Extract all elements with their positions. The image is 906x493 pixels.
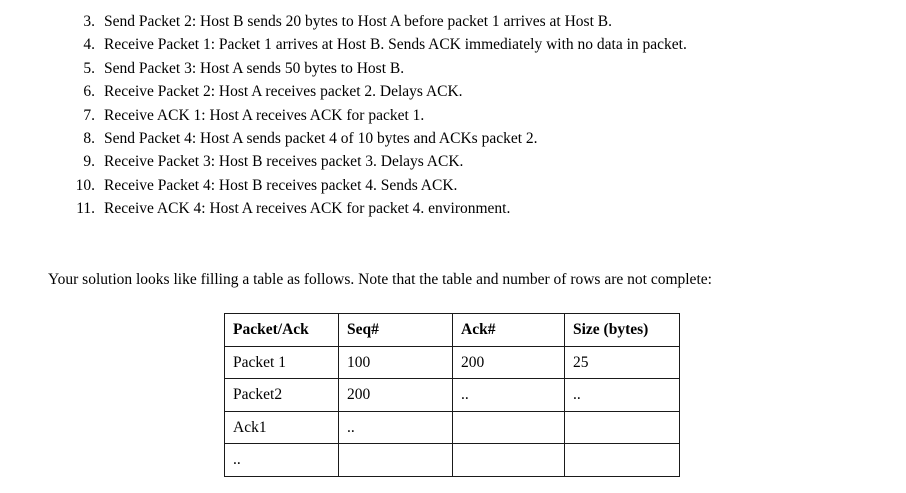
table-cell-size: .. [564, 378, 680, 412]
list-item-number: 10. [75, 176, 95, 194]
list-item-text: Receive ACK 4: Host A receives ACK for p… [104, 200, 511, 218]
table-cell-packet-ack: Packet 1 [224, 345, 339, 379]
table-row: Ack1 .. [224, 410, 680, 444]
list-item-text: Receive Packet 4: Host B receives packet… [104, 176, 458, 194]
table-cell-size: 25 [564, 345, 680, 379]
list-item-text: Send Packet 2: Host B sends 20 bytes to … [104, 13, 612, 30]
numbered-step-list: 3. Send Packet 2: Host B sends 20 bytes … [0, 10, 906, 221]
list-item-number: 5. [83, 59, 95, 77]
table-cell-packet-ack: Ack1 [224, 410, 339, 444]
table-cell-ack [452, 410, 565, 444]
table-body: Packet 1 100 200 25 Packet2 200 .. .. Ac… [224, 345, 680, 477]
list-item-number: 7. [83, 106, 95, 124]
solution-table: Packet/Ack Seq# Ack# Size (bytes) Packet… [224, 313, 680, 477]
list-item-text: Receive Packet 2: Host A receives packet… [104, 83, 463, 101]
list-item-number: 4. [83, 36, 95, 54]
list-item-text: Receive ACK 1: Host A receives ACK for p… [104, 106, 425, 124]
table-cell-ack: 200 [452, 345, 565, 379]
list-item: 3. Send Packet 2: Host B sends 20 bytes … [0, 10, 906, 33]
column-header-packet-ack: Packet/Ack [224, 313, 339, 347]
list-item: 5. Send Packet 3: Host A sends 50 bytes … [0, 57, 906, 80]
table-cell-ack: .. [452, 378, 565, 412]
list-item-number: 11. [76, 200, 95, 218]
solution-table-container: Packet/Ack Seq# Ack# Size (bytes) Packet… [224, 313, 680, 477]
list-item-text: Receive Packet 3: Host B receives packet… [104, 153, 464, 171]
table-cell-size [564, 410, 680, 444]
table-cell-seq: .. [338, 410, 453, 444]
column-header-ack: Ack# [452, 313, 565, 347]
table-header: Packet/Ack Seq# Ack# Size (bytes) [224, 313, 680, 347]
list-item-number: 6. [83, 83, 95, 101]
list-item: 4. Receive Packet 1: Packet 1 arrives at… [0, 33, 906, 56]
list-item-text: Send Packet 4: Host A sends packet 4 of … [104, 129, 538, 147]
table-row: .. [224, 443, 680, 477]
table-header-row: Packet/Ack Seq# Ack# Size (bytes) [224, 313, 680, 347]
table-cell-ack [452, 443, 565, 477]
column-header-size: Size (bytes) [564, 313, 680, 347]
list-item: 6. Receive Packet 2: Host A receives pac… [0, 80, 906, 103]
table-row: Packet2 200 .. .. [224, 378, 680, 412]
list-item-text: Send Packet 3: Host A sends 50 bytes to … [104, 59, 405, 77]
table-cell-seq: 100 [338, 345, 453, 379]
list-item: 10. Receive Packet 4: Host B receives pa… [0, 174, 906, 197]
intro-paragraph: Your solution looks like filling a table… [48, 271, 712, 288]
table-cell-packet-ack: Packet2 [224, 378, 339, 412]
list-item: 9. Receive Packet 3: Host B receives pac… [0, 150, 906, 173]
list-item-number: 9. [83, 153, 95, 171]
table-cell-size [564, 443, 680, 477]
table-cell-seq [338, 443, 453, 477]
list-item-number: 8. [83, 129, 95, 147]
table-cell-packet-ack: .. [224, 443, 339, 477]
list-item: 11. Receive ACK 4: Host A receives ACK f… [0, 197, 906, 220]
table-cell-seq: 200 [338, 378, 453, 412]
list-item-number: 3. [83, 13, 95, 30]
list-item: 7. Receive ACK 1: Host A receives ACK fo… [0, 104, 906, 127]
column-header-seq: Seq# [338, 313, 453, 347]
list-item-text: Receive Packet 1: Packet 1 arrives at Ho… [104, 36, 687, 54]
list-item: 8. Send Packet 4: Host A sends packet 4 … [0, 127, 906, 150]
table-row: Packet 1 100 200 25 [224, 345, 680, 379]
